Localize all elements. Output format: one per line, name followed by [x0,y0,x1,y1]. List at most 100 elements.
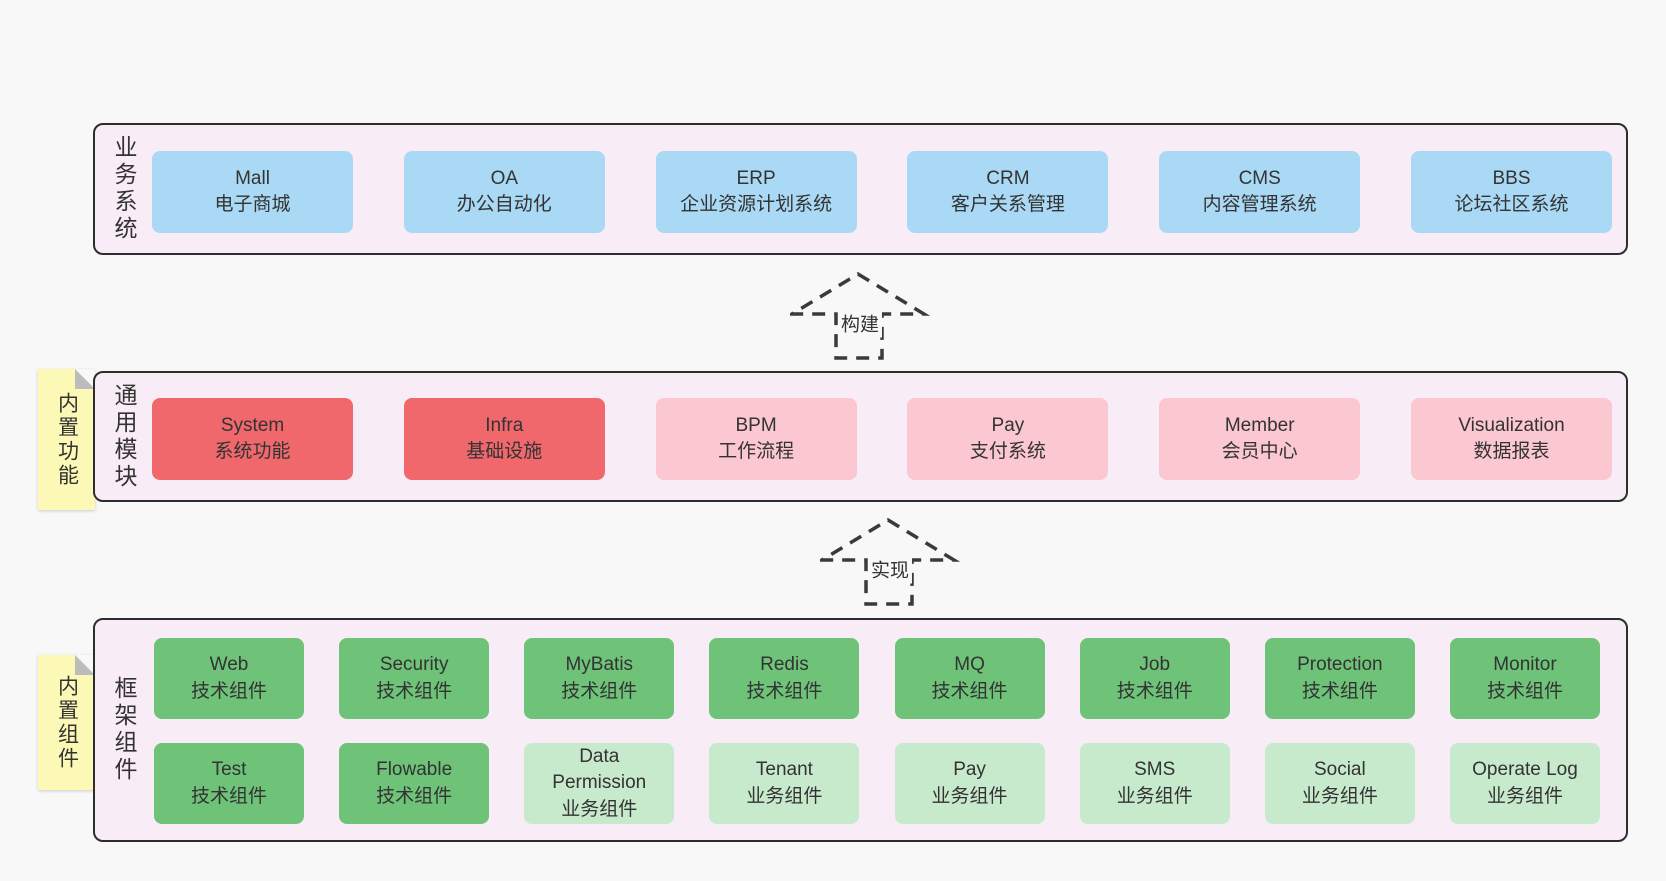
box-test-name: Test [211,759,247,781]
box-pay-module-desc: 支付系统 [969,441,1046,462]
box-mybatis: MyBatis 技术组件 [524,638,675,719]
tier-business-systems: 业务系统 Mall 电子商城 OA 办公自动化 ERP 企业资源计划系统 CRM… [93,123,1628,255]
box-bbs-name: BBS [1492,167,1531,189]
box-bpm-name: BPM [735,414,777,436]
box-data-permission-name: Data Permission [552,746,647,794]
box-oa-name: OA [490,167,519,189]
box-mybatis-name: MyBatis [565,654,634,676]
box-visualization-desc: 数据报表 [1473,441,1550,462]
sticky-note-builtin-features: 内置功能 [38,369,95,510]
box-infra-name: Infra [485,414,524,436]
sticky-note-builtin-features-label: 内置功能 [55,391,79,488]
box-redis: Redis 技术组件 [709,638,860,719]
box-mall-desc: 电子商城 [214,194,291,215]
box-mq-desc: 技术组件 [931,680,1008,702]
box-operate-log-desc: 业务组件 [1486,785,1563,807]
box-visualization-name: Visualization [1458,414,1565,436]
framework-components-row-2: Test 技术组件 Flowable 技术组件 Data Permission … [154,743,1600,824]
box-bbs-desc: 论坛社区系统 [1454,194,1569,215]
box-erp: ERP 企业资源计划系统 [655,151,857,233]
box-oa-desc: 办公自动化 [456,194,552,215]
box-protection: Protection 技术组件 [1264,638,1415,719]
arrow-build: 构建 [790,270,930,362]
box-crm-desc: 客户关系管理 [950,194,1065,215]
box-flowable-desc: 技术组件 [376,785,453,807]
box-social-desc: 业务组件 [1301,785,1378,807]
box-monitor: Monitor 技术组件 [1449,638,1600,719]
box-tenant: Tenant 业务组件 [709,743,860,824]
box-system-name: System [220,414,285,436]
business-systems-row: Mall 电子商城 OA 办公自动化 ERP 企业资源计划系统 CRM 客户关系… [152,151,1612,233]
box-bbs: BBS 论坛社区系统 [1410,151,1612,233]
box-security-desc: 技术组件 [376,680,453,702]
box-member: Member 会员中心 [1159,398,1361,480]
box-tenant-desc: 业务组件 [746,785,823,807]
box-mq: MQ 技术组件 [894,638,1045,719]
box-protection-name: Protection [1297,654,1383,676]
box-cms: CMS 内容管理系统 [1159,151,1361,233]
box-pay-module-name: Pay [991,414,1025,436]
sticky-note-builtin-components-label: 内置组件 [55,674,79,771]
box-crm: CRM 客户关系管理 [907,151,1109,233]
box-protection-desc: 技术组件 [1301,680,1378,702]
box-social-name: Social [1313,759,1366,781]
box-mybatis-desc: 技术组件 [561,680,638,702]
box-sms-name: SMS [1134,759,1176,781]
box-social: Social 业务组件 [1264,743,1415,824]
box-redis-desc: 技术组件 [746,680,823,702]
box-sms-desc: 业务组件 [1116,785,1193,807]
box-system: System 系统功能 [152,398,353,480]
box-monitor-name: Monitor [1493,654,1557,676]
box-member-desc: 会员中心 [1221,441,1298,462]
box-system-desc: 系统功能 [214,441,291,462]
box-security: Security 技术组件 [339,638,490,719]
box-sms: SMS 业务组件 [1079,743,1230,824]
framework-components-row-1: Web 技术组件 Security 技术组件 MyBatis 技术组件 Redi… [154,638,1600,719]
box-member-name: Member [1224,414,1295,436]
box-pay-component-name: Pay [953,759,986,781]
box-infra-desc: 基础设施 [466,441,543,462]
box-oa: OA 办公自动化 [403,151,605,233]
box-tenant-name: Tenant [755,759,813,781]
box-pay-component-desc: 业务组件 [931,785,1008,807]
box-flowable: Flowable 技术组件 [339,743,490,824]
box-redis-name: Redis [760,654,809,676]
box-mq-name: MQ [954,654,985,676]
box-job-name: Job [1139,654,1171,676]
box-data-permission: Data Permission 业务组件 [524,743,675,824]
box-bpm: BPM 工作流程 [655,398,857,480]
box-pay-component: Pay 业务组件 [894,743,1045,824]
arrow-implement-shape [820,517,960,606]
box-web-name: Web [209,654,249,676]
box-job: Job 技术组件 [1079,638,1230,719]
box-cms-name: CMS [1238,167,1281,189]
box-erp-name: ERP [736,167,776,189]
arrow-build-label: 构建 [837,308,883,338]
sticky-note-builtin-components: 内置组件 [38,655,95,790]
tier-framework-components: 框架组件 Web 技术组件 Security 技术组件 MyBatis 技术组件… [93,618,1628,842]
box-erp-desc: 企业资源计划系统 [680,194,833,215]
box-operate-log: Operate Log 业务组件 [1449,743,1600,824]
box-bpm-desc: 工作流程 [718,441,795,462]
tier-business-systems-label: 业务系统 [111,135,137,243]
arrow-build-shape [790,271,930,360]
box-cms-desc: 内容管理系统 [1202,194,1317,215]
box-flowable-name: Flowable [376,759,453,781]
box-crm-name: CRM [986,167,1030,189]
box-test: Test 技术组件 [154,743,304,824]
tier-framework-components-label: 框架组件 [111,676,137,784]
tier-common-modules-label: 通用模块 [111,382,137,491]
box-test-desc: 技术组件 [190,785,267,807]
tier-common-modules: 通用模块 System 系统功能 Infra 基础设施 BPM 工作流程 Pay… [93,371,1628,502]
common-modules-row: System 系统功能 Infra 基础设施 BPM 工作流程 Pay 支付系统… [152,398,1612,480]
box-pay-module: Pay 支付系统 [907,398,1109,480]
box-job-desc: 技术组件 [1116,680,1193,702]
arrow-implement: 实现 [820,516,960,608]
box-monitor-desc: 技术组件 [1486,680,1563,702]
arrow-implement-label: 实现 [867,554,913,584]
box-mall-name: Mall [235,167,270,189]
box-visualization: Visualization 数据报表 [1410,398,1612,480]
box-security-name: Security [379,654,449,676]
box-mall: Mall 电子商城 [152,151,353,233]
box-web-desc: 技术组件 [190,680,267,702]
